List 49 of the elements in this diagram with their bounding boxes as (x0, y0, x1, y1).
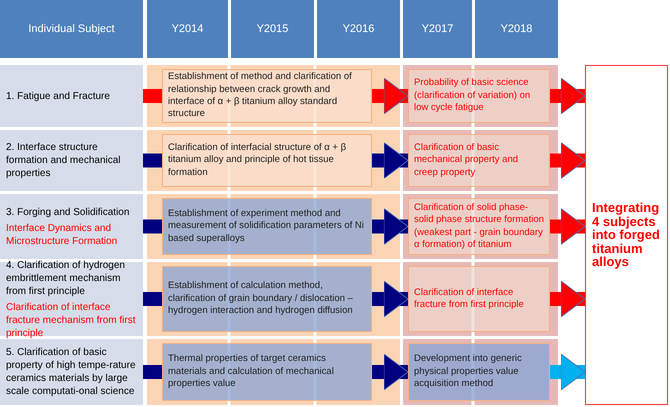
arrow (550, 208, 586, 245)
arrow (550, 354, 586, 390)
goal-text: Integrating 4 subjects into forged titanium alloys (592, 200, 661, 270)
subject-cell (0, 65, 143, 127)
task-box (162, 69, 372, 123)
header-cell: Y2015 (231, 0, 314, 58)
task-box (162, 198, 372, 255)
task-text: Establishment of calculation method, clarification of grain boundary / dislocation – hydrogen interaction and hydrogen diffusion (168, 280, 354, 318)
task-text: Clarification of basic mechanical property and creep property (414, 142, 520, 180)
goal-box (585, 65, 668, 405)
subject-text: 5. Clarification of basic property of high tempe-rature ceramics materials by large scale computati-onal science (6, 346, 137, 398)
task-text: Clarification of interface fracture from first principle (414, 286, 525, 312)
subject-text: 4. Clarification of hydrogen embrittlement mechanism from first principle (6, 258, 126, 298)
subject-cell (0, 339, 143, 405)
task-box (162, 343, 372, 401)
subtitle-text: Clarification of interface fracture mechanism from first principle (6, 300, 136, 340)
header-cell: Y2014 (147, 0, 228, 58)
subtitle-text: Interface Dynamics and Microstructure Formation (6, 222, 118, 248)
subject-cell (0, 194, 143, 259)
header-cell: Y2017 (403, 0, 472, 58)
subject-text: 3. Forging and Solidification (6, 206, 130, 218)
subject-cell (0, 130, 143, 191)
task-box (408, 134, 550, 187)
subject-text: 1. Fatigue and Fracture (6, 90, 111, 102)
task-box (162, 266, 372, 332)
task-box (408, 266, 550, 332)
task-text: Thermal properties of target ceramics materials and calculation of mechanical properties value (168, 353, 335, 391)
arrow (550, 78, 586, 114)
header-cell: Y2018 (475, 0, 558, 58)
task-text: Establishment of experiment method and measurement of solidification parameters of Ni based superalloys (168, 208, 365, 246)
task-text: Probability of basic science (clarification of variation) on low cycle fatigue (414, 77, 532, 115)
task-text: Establishment of method and clarification of relationship between crack growth and interface of α + β titanium alloy standard structure (168, 71, 353, 121)
task-box (408, 343, 550, 401)
task-box (408, 198, 550, 255)
arrow (372, 354, 408, 390)
task-text: Development into generic physical properties value acquisition method (414, 353, 523, 391)
header-cell: Individual Subject (0, 0, 143, 58)
header-cell: Y2016 (317, 0, 400, 58)
arrow (550, 142, 586, 179)
task-box (408, 69, 550, 123)
arrow (372, 280, 408, 318)
task-box (162, 134, 372, 187)
arrow (372, 208, 408, 245)
arrow (372, 78, 408, 114)
task-text: Clarification of interfacial structure of α + β titanium alloy and principle of hot tissue formation (168, 142, 348, 180)
arrow (550, 280, 586, 318)
subject-text: 2. Interface structure formation and mechanical properties (6, 141, 122, 180)
arrow (372, 142, 408, 179)
task-text: Clarification of solid phase-solid phase structure formation (weakest part - grain boundary α formation) of titanium (414, 202, 544, 252)
